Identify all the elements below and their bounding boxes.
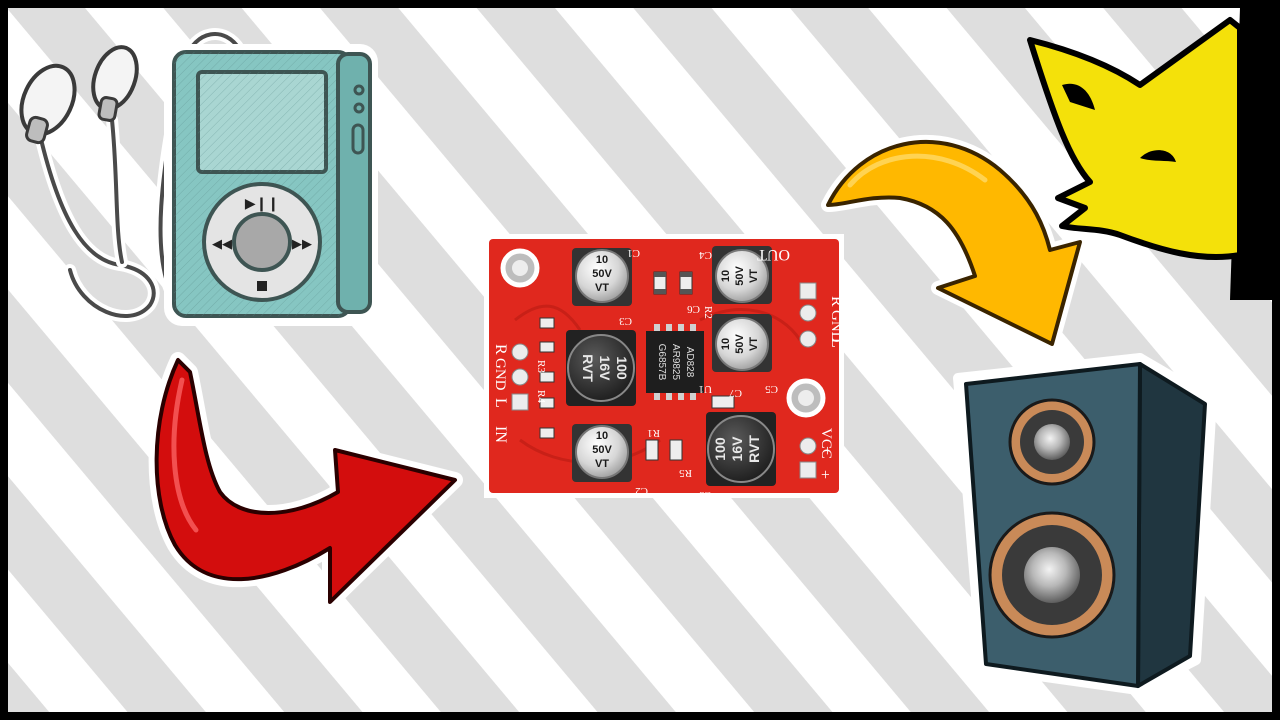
mp3-player-with-earphones-icon: ▶❙❙ ◀◀ ▶▶ [19,28,378,326]
svg-text:16V: 16V [729,436,745,462]
svg-text:R4: R4 [535,390,547,403]
svg-text:50V: 50V [592,268,612,280]
amplifier-pcb-module: 10 50V VT 10 50V VT 10 50V VT [484,234,845,501]
svg-text:R3: R3 [535,360,547,373]
output-header: OUT R GND L [757,246,845,348]
svg-text:100: 100 [712,437,728,461]
svg-text:VT: VT [748,337,760,351]
out-pin-gnd-label: GND [828,310,844,343]
svg-text:U1: U1 [699,383,712,395]
svg-text:VT: VT [595,458,609,470]
svg-text:50V: 50V [734,266,746,286]
svg-text:VT: VT [595,282,609,294]
out-pin-l-label: L [828,338,845,348]
amplifier-ic-chip: AD828 AR9825 G6857B [646,324,704,400]
svg-text:G6857B: G6857B [656,344,667,381]
rewind-icon: ◀◀ [212,237,232,252]
vcc-label: VCC [818,428,834,459]
capacitor-large-left: 100 16V RVT [566,330,636,406]
capacitor-top-left: 10 50V VT [572,248,632,306]
in-pin-l-label: L [492,398,509,408]
svg-text:R2: R2 [702,306,714,319]
capacitor-top-right: 10 50V VT [712,246,772,304]
stop-icon [257,281,267,291]
svg-text:100: 100 [614,356,630,380]
power-header: VCC − + [799,428,835,479]
svg-text:C7: C7 [729,387,742,399]
svg-text:C5: C5 [765,383,778,395]
vcc-minus-label: − [818,446,835,455]
svg-text:VT: VT [748,269,760,283]
svg-text:C8: C8 [699,489,712,501]
svg-text:10: 10 [596,254,608,266]
svg-text:AR9825: AR9825 [670,344,681,381]
svg-text:C3: C3 [619,315,632,327]
svg-text:R5: R5 [679,467,692,479]
svg-text:C6: C6 [687,303,700,315]
capacitor-mid-right: 10 50V VT [712,314,772,372]
svg-text:50V: 50V [734,334,746,354]
svg-text:50V: 50V [592,444,612,456]
in-pin-gnd-label: GND [492,358,508,391]
capacitor-bottom-left: 10 50V VT [572,424,632,482]
curved-red-arrow-icon [148,352,463,610]
woofer-icon [988,511,1116,639]
in-pin-r-label: R [492,344,509,355]
left-earbud-icon [19,63,77,145]
right-earbud-icon [91,45,139,122]
speaker-cabinet-icon [953,353,1217,695]
input-header: R GND L IN [492,343,529,443]
svg-text:R1: R1 [647,427,660,439]
tweeter-icon [1008,398,1096,486]
out-label: OUT [757,246,790,263]
svg-text:RVT: RVT [580,354,596,382]
capacitor-large-right: 100 16V RVT [706,412,776,486]
component-labels: C1 C4 R2 C3 R3 R4 U1 C7 C5 R1 R5 C2 C8 C… [535,247,778,501]
svg-text:RVT: RVT [746,435,762,463]
fast-forward-icon: ▶▶ [292,237,312,252]
svg-text:16V: 16V [597,356,613,382]
vcc-plus-label: + [816,470,833,479]
out-pin-r-label: R [828,296,845,307]
svg-text:C4: C4 [699,249,712,261]
svg-text:10: 10 [720,338,732,350]
curved-orange-arrow-icon [821,134,1087,351]
svg-text:AD828: AD828 [684,347,695,378]
play-pause-icon: ▶❙❙ [245,196,279,212]
svg-text:C1: C1 [627,247,640,259]
fox-mascot-icon [1027,8,1272,300]
svg-text:10: 10 [596,430,608,442]
svg-text:10: 10 [720,270,732,282]
svg-text:C2: C2 [635,485,648,497]
in-label: IN [492,426,509,443]
